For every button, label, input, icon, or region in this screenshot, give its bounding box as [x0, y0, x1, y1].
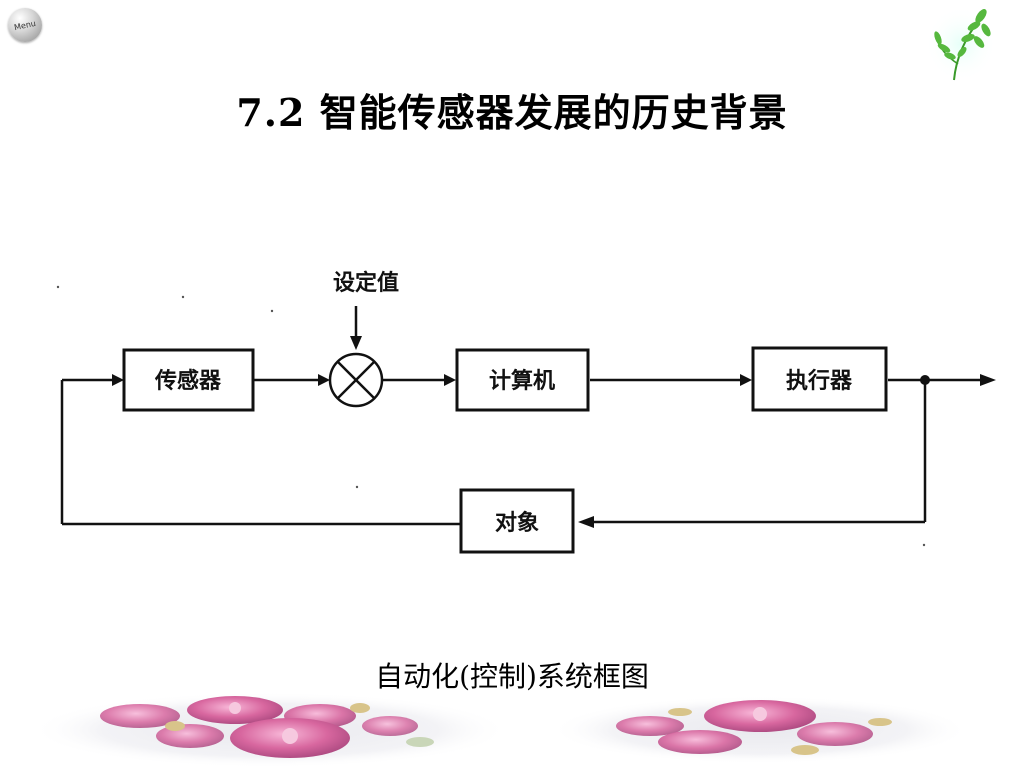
arrowhead-to-computer [444, 374, 456, 386]
floral-decoration-icon [30, 692, 970, 768]
leaf-decoration-icon [925, 6, 997, 82]
arrowhead-setpoint [350, 336, 362, 350]
block-sensor [122, 348, 255, 412]
control-system-block-diagram: 设定值 传感器 计算机 执行器 对象 [56, 270, 996, 554]
block-computer-label: 计算机 [489, 368, 555, 394]
block-object-label: 对象 [495, 510, 539, 536]
block-object [459, 488, 575, 554]
block-actuator [751, 346, 888, 412]
arrowhead-output [980, 374, 996, 386]
arrowhead-to-object [578, 516, 594, 528]
arrowhead-to-actuator [740, 374, 752, 386]
menu-button[interactable]: Menu [8, 8, 42, 42]
setpoint-label: 设定值 [333, 270, 399, 296]
arrowhead-to-sum [318, 374, 330, 386]
menu-label: Menu [13, 18, 37, 32]
diagram-caption: 自动化(控制)系统框图 [375, 660, 649, 693]
block-actuator-label: 执行器 [786, 368, 853, 394]
block-computer [455, 348, 590, 412]
output-branch-node [920, 375, 930, 385]
block-sensor-label: 传感器 [154, 368, 222, 394]
arrowhead-to-sensor [112, 374, 124, 386]
summing-junction [328, 352, 384, 408]
page-title: 7.2 智能传感器发展的历史背景 [236, 90, 788, 135]
